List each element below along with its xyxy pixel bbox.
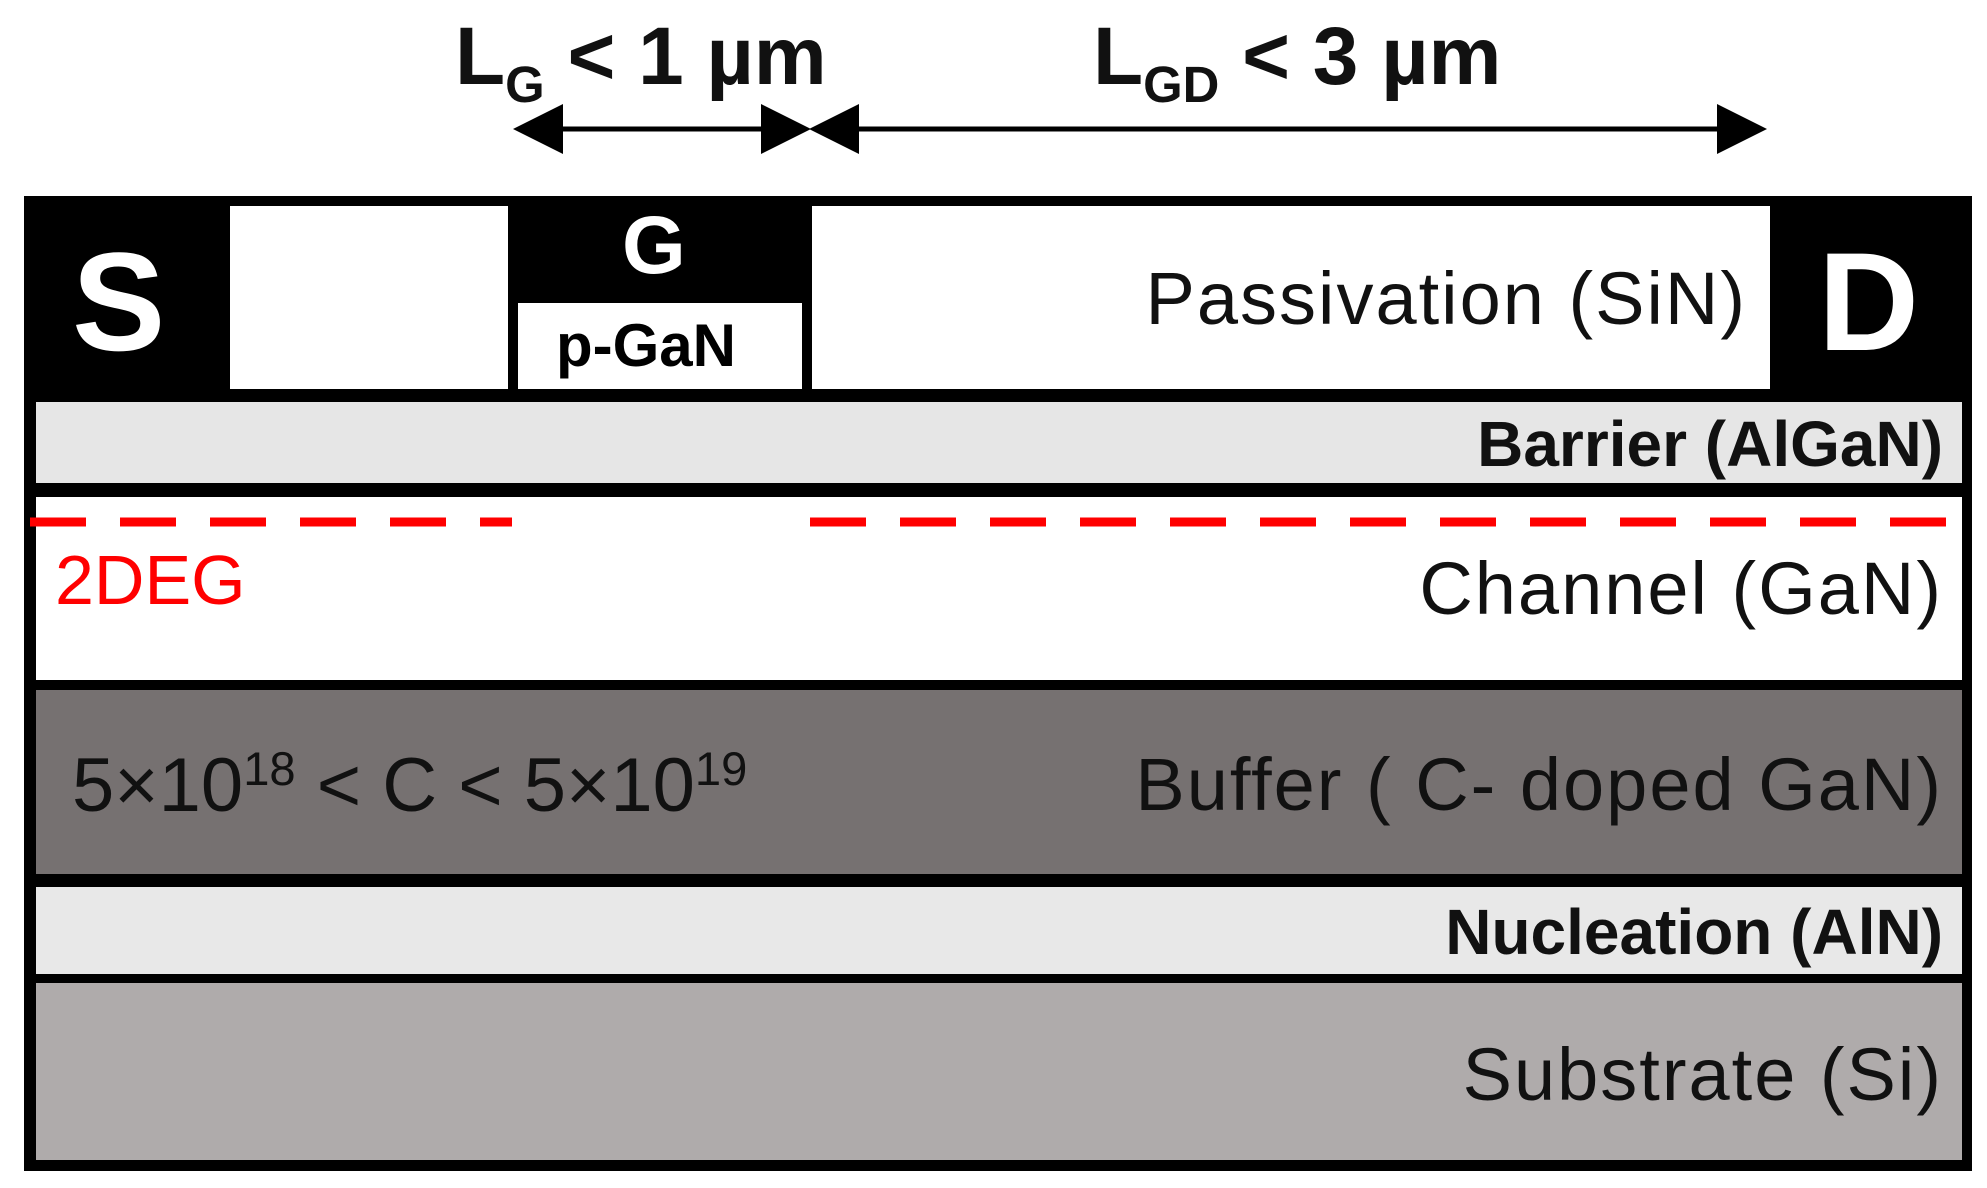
p-gan-label: p-GaN <box>556 312 736 379</box>
substrate-layer <box>36 983 1962 1160</box>
passivation-left-region <box>230 206 508 389</box>
channel-layer <box>36 497 1962 680</box>
nucleation-layer <box>36 887 1962 974</box>
passivation-right-region <box>812 206 1770 389</box>
carbon-doping-range: 5×1018 < C < 5×1019 <box>72 742 748 828</box>
buffer-layer <box>36 690 1962 874</box>
nucleation-label: Nucleation (AlN) <box>1445 896 1943 968</box>
gate-drain-length-label: LGD < 3 µm <box>1093 11 1502 113</box>
source-contact-label: S <box>72 223 166 380</box>
substrate-label: Substrate (Si) <box>1462 1033 1943 1116</box>
barrier-label: Barrier (AlGaN) <box>1477 408 1943 480</box>
drain-contact-label: D <box>1818 223 1920 380</box>
gate-contact-label: G <box>622 200 686 291</box>
twodeg-label: 2DEG <box>55 541 246 619</box>
channel-label: Channel (GaN) <box>1419 547 1943 630</box>
buffer-label: Buffer ( C- doped GaN) <box>1135 743 1943 826</box>
passivation-label: Passivation (SiN) <box>1145 257 1747 340</box>
barrier-layer <box>36 402 1962 483</box>
p-gan-layer <box>518 303 802 389</box>
gate-length-label: LG < 1 µm <box>455 11 827 113</box>
